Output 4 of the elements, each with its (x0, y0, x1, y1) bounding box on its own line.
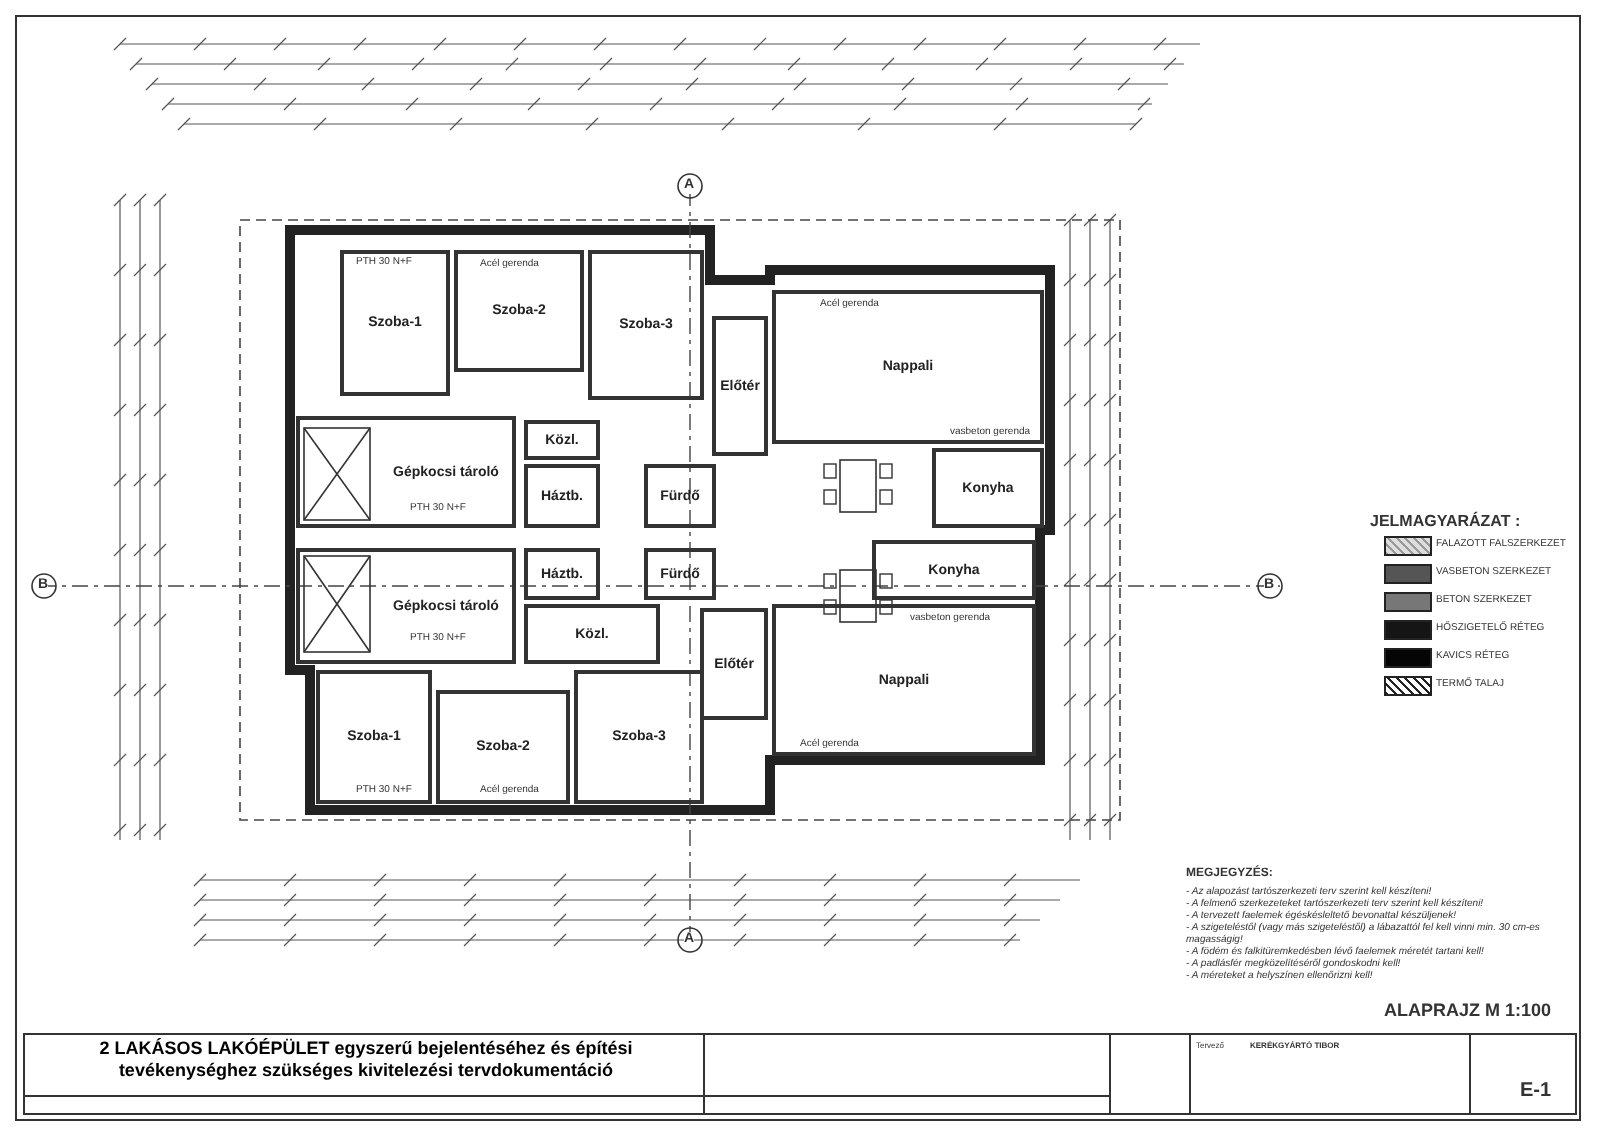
drawing-title: ALAPRAJZ M 1:100 (1384, 1000, 1552, 1020)
sheet-number: E-1 (1520, 1080, 1552, 1102)
title-text: 2 LAKÁSOS LAKÓÉPÜLET egyszerű bejelentéséhez és építési tevékenységhez szükséges kivitelezési tervdokumentáció (97, 1038, 635, 1082)
legend-heading: JELMAGYARÁZAT : (1370, 512, 1521, 530)
